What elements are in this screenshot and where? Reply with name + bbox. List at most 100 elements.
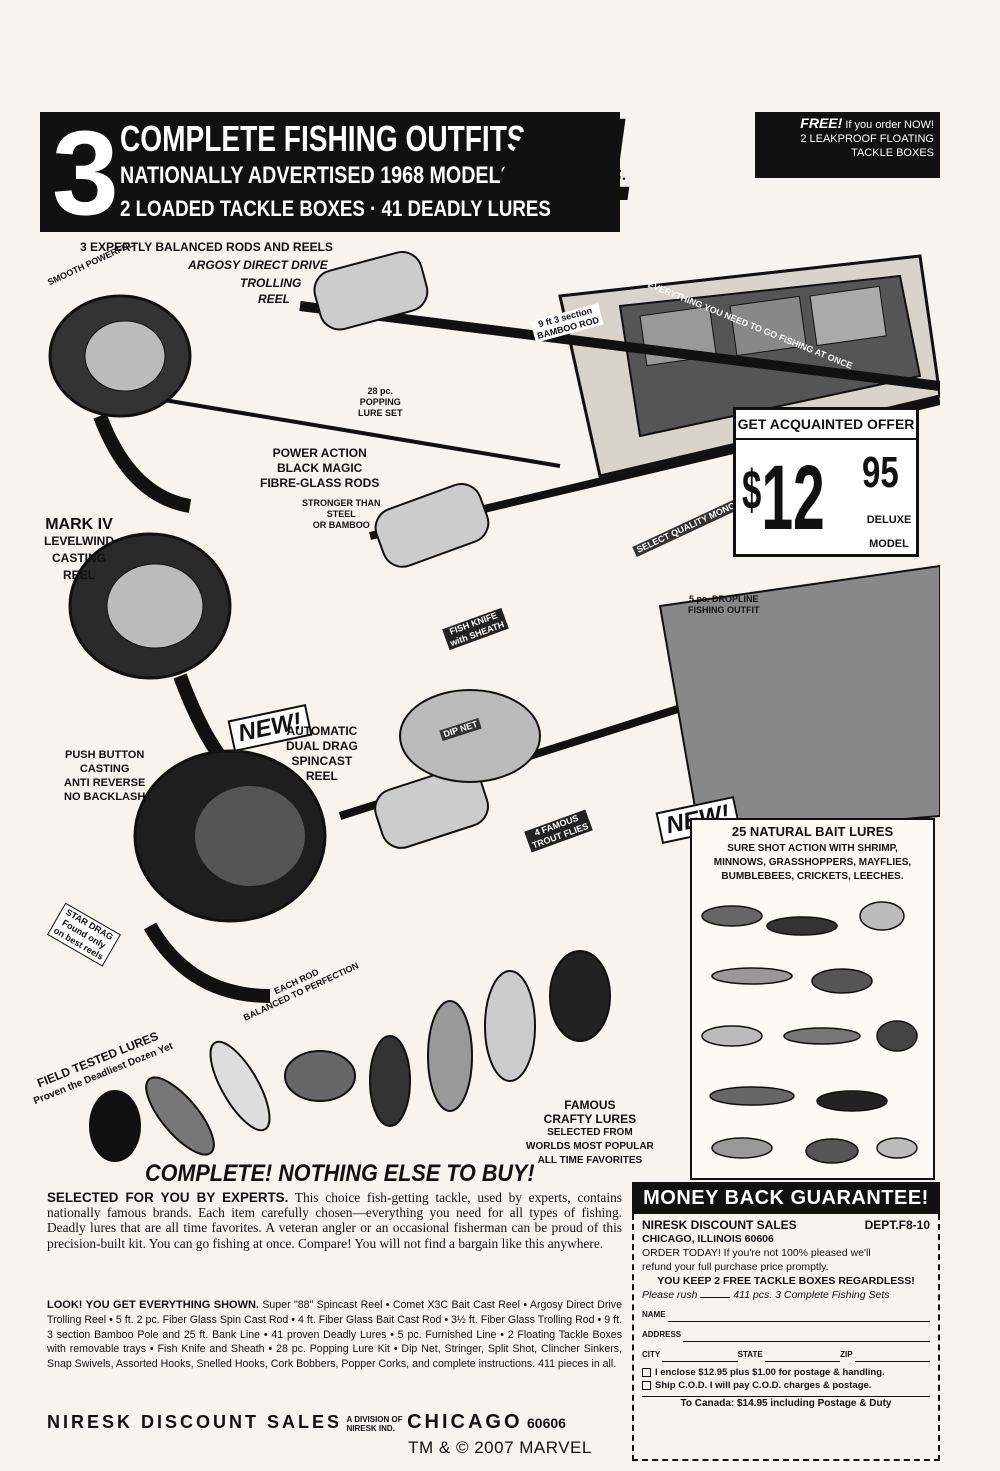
zip-label: ZIP bbox=[840, 1350, 853, 1359]
body-text: This choice fish-getting tackle, used by… bbox=[47, 1190, 623, 1251]
quantity-field[interactable] bbox=[700, 1297, 731, 1298]
coupon-company: NIRESK DISCOUNT SALES bbox=[642, 1218, 797, 1232]
label-dropline-2: FISHING OUTFIT bbox=[688, 605, 760, 615]
name-field-row: NAME bbox=[642, 1308, 930, 1322]
copyright-line: TM & © 2007 MARVEL bbox=[408, 1438, 592, 1457]
list-text: Super "88" Spincast Reel • Comet X3C Bai… bbox=[47, 1299, 622, 1371]
lures-illustration bbox=[89, 950, 611, 1162]
bait-sub-1: SURE SHOT ACTION WITH SHRIMP, bbox=[727, 843, 898, 854]
body-lead: SELECTED FOR YOU BY EXPERTS. bbox=[47, 1190, 289, 1205]
spincast-reel-illustration bbox=[133, 749, 489, 1003]
zip-field[interactable] bbox=[854, 1352, 930, 1362]
offer-price: $12 bbox=[742, 442, 825, 546]
label-trolling-2: REEL bbox=[258, 292, 291, 306]
label-famous-4: WORLDS MOST POPULAR bbox=[526, 1141, 654, 1152]
body-paragraph: SELECTED FOR YOU BY EXPERTS. This choice… bbox=[47, 1190, 622, 1251]
label-popping-2: POPPING bbox=[359, 397, 401, 407]
label-stronger-3: OR BAMBOO bbox=[312, 520, 370, 530]
complete-headline: COMPLETE! NOTHING ELSE TO BUY! bbox=[145, 1160, 535, 1187]
money-back-banner: MONEY BACK GUARANTEE! bbox=[632, 1182, 940, 1214]
free-line-3: TACKLE BOXES bbox=[851, 147, 934, 159]
footer-division-2: NIRESK IND. bbox=[346, 1423, 395, 1433]
contents-list: LOOK! YOU GET EVERYTHING SHOWN. Super "8… bbox=[47, 1298, 622, 1372]
name-field[interactable] bbox=[667, 1312, 930, 1322]
tackle-illustration bbox=[48, 251, 940, 1162]
label-stronger-2: STEEL bbox=[326, 509, 356, 519]
dip-net-illustration bbox=[399, 689, 541, 783]
offer-price-whole: 12 bbox=[761, 447, 825, 549]
label-famous-1: FAMOUS bbox=[564, 1098, 616, 1112]
footer-division-1: A DIVISION OF bbox=[346, 1414, 403, 1424]
coupon-order-2: refund your full purchase price promptly… bbox=[642, 1261, 829, 1273]
coupon-canada: To Canada: $14.95 including Postage & Du… bbox=[642, 1396, 930, 1411]
state-field[interactable] bbox=[764, 1352, 841, 1362]
name-label: NAME bbox=[642, 1310, 666, 1319]
free-line-2: 2 LEAKPROOF FLOATING bbox=[800, 133, 934, 145]
label-push-3: ANTI REVERSE bbox=[64, 777, 146, 789]
trolling-reel-illustration bbox=[48, 251, 429, 513]
tackle-box-bottom-illustration bbox=[658, 564, 940, 838]
label-mark-2: LEVELWIND bbox=[44, 534, 115, 548]
label-argosy: ARGOSY DIRECT DRIVE bbox=[188, 258, 328, 272]
label-rods-reels: 3 EXPERTLY BALANCED RODS AND REELS bbox=[80, 240, 333, 254]
header-line-2: NATIONALLY ADVERTISED 1968 MODELS bbox=[120, 162, 514, 189]
pieces-number: 411 bbox=[502, 94, 634, 226]
coupon-city: CHICAGO, ILLINOIS 60606 bbox=[642, 1233, 774, 1245]
cod-checkbox[interactable] bbox=[642, 1381, 651, 1390]
label-famous-3: SELECTED FROM bbox=[547, 1127, 633, 1138]
offer-cents: 95 bbox=[862, 448, 899, 497]
footer-company: NIRESK DISCOUNT SALES bbox=[47, 1412, 343, 1432]
offer-sub-1: DELUXE bbox=[866, 514, 912, 526]
header-line-3: 2 LOADED TACKLE BOXES · 41 DEADLY LURES bbox=[120, 196, 551, 221]
label-auto-4: REEL bbox=[305, 769, 338, 783]
coupon-rush: Please rush 411 pcs. 3 Complete Fishing … bbox=[642, 1288, 930, 1302]
city-label: CITY bbox=[642, 1350, 661, 1359]
offer-sub-2: MODEL bbox=[869, 538, 909, 550]
city-field[interactable] bbox=[662, 1352, 738, 1362]
header-line-1: COMPLETE FISHING OUTFITS bbox=[120, 118, 526, 159]
order-coupon: NIRESK DISCOUNT SALES DEPT.F8-10 CHICAGO,… bbox=[632, 1214, 940, 1461]
label-power-1: POWER ACTION bbox=[272, 446, 367, 460]
bait-lures-box: 25 NATURAL BAIT LURES SURE SHOT ACTION W… bbox=[690, 818, 935, 1180]
address-field[interactable] bbox=[683, 1332, 930, 1342]
label-auto-2: DUAL DRAG bbox=[286, 739, 358, 753]
label-famous-5: ALL TIME FAVORITES bbox=[537, 1155, 643, 1166]
list-lead: LOOK! YOU GET EVERYTHING SHOWN. bbox=[47, 1299, 259, 1311]
city-field-row: CITY STATE ZIP bbox=[642, 1348, 930, 1362]
free-line-1: If you order NOW! bbox=[845, 119, 934, 131]
address-field-row: ADDRESS bbox=[642, 1328, 930, 1342]
coupon-rush-post: 411 pcs. 3 Complete Fishing Sets bbox=[733, 1289, 890, 1301]
enclose-checkbox[interactable] bbox=[642, 1368, 651, 1377]
label-mark-1: MARK IV bbox=[45, 516, 113, 533]
footer-city: CHICAGO bbox=[407, 1411, 523, 1433]
offer-model: DELUXE MODEL bbox=[862, 508, 916, 556]
free-offer-box: FREE! If you order NOW! 2 LEAKPROOF FLOA… bbox=[755, 112, 940, 178]
check-cod-label: Ship C.O.D. I will pay C.O.D. charges & … bbox=[655, 1380, 872, 1391]
label-auto-3: SPINCAST bbox=[291, 754, 353, 768]
free-lead: FREE! bbox=[800, 115, 843, 131]
bait-illustration bbox=[701, 901, 918, 1164]
state-label: STATE bbox=[737, 1350, 763, 1359]
label-popping-1: 28 pc. bbox=[367, 386, 394, 396]
offer-dollar: $ bbox=[742, 458, 762, 521]
header-banner: 3 COMPLETE FISHING OUTFITS NATIONALLY AD… bbox=[40, 112, 620, 233]
coupon-header: NIRESK DISCOUNT SALES DEPT.F8-10 bbox=[642, 1218, 930, 1232]
label-mark-4: REEL bbox=[63, 568, 96, 582]
bait-subtitle: SURE SHOT ACTION WITH SHRIMP, MINNOWS, G… bbox=[692, 842, 933, 884]
bait-sub-3: BUMBLEBEES, CRICKETS, LEECHES. bbox=[721, 871, 904, 882]
label-auto-1: AUTOMATIC bbox=[286, 724, 358, 738]
coupon-dept: DEPT.F8-10 bbox=[864, 1218, 930, 1232]
coupon-rush-pre: Please rush bbox=[642, 1289, 698, 1301]
product-illustration: 3 EXPERTLY BALANCED RODS AND REELS SMOOT… bbox=[32, 236, 940, 1184]
label-popping-3: LURE SET bbox=[358, 408, 403, 418]
